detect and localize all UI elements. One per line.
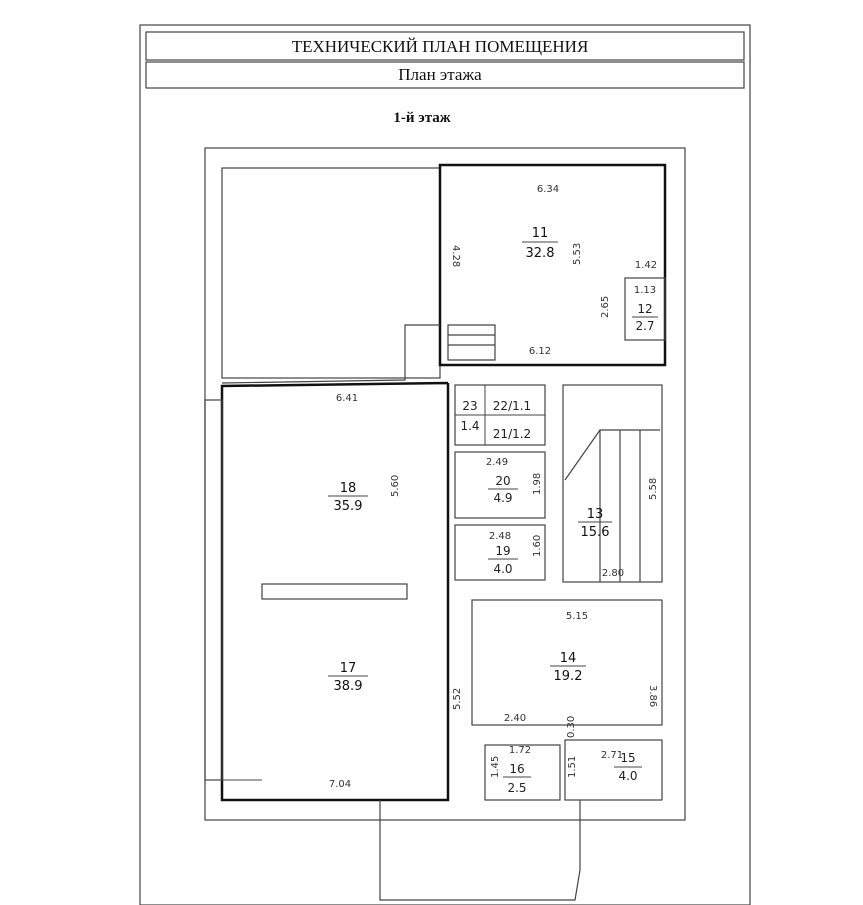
svg-text:35.9: 35.9 xyxy=(334,499,363,514)
plan-subtitle: План этажа xyxy=(398,65,482,84)
svg-text:1.4: 1.4 xyxy=(460,419,479,433)
svg-text:20: 20 xyxy=(495,474,510,488)
room-14: 14 19.2 xyxy=(550,651,586,684)
staircase-icon xyxy=(564,429,660,582)
svg-text:19: 19 xyxy=(495,544,510,558)
svg-text:15.6: 15.6 xyxy=(581,525,610,540)
svg-text:1.42: 1.42 xyxy=(635,260,657,271)
svg-text:17: 17 xyxy=(340,661,357,676)
svg-text:1.72: 1.72 xyxy=(509,745,531,756)
svg-text:32.8: 32.8 xyxy=(526,246,555,261)
room-21: 21/1.2 xyxy=(493,427,531,441)
svg-text:2.49: 2.49 xyxy=(486,457,508,468)
svg-text:1.13: 1.13 xyxy=(634,285,656,296)
svg-text:2.5: 2.5 xyxy=(507,781,526,795)
svg-text:2.48: 2.48 xyxy=(489,531,511,542)
room-19: 194.0 xyxy=(488,544,518,576)
svg-text:15: 15 xyxy=(620,751,635,765)
svg-text:4.0: 4.0 xyxy=(493,562,512,576)
svg-text:5.53: 5.53 xyxy=(572,243,583,265)
title-box xyxy=(145,31,745,61)
svg-text:18: 18 xyxy=(340,481,357,496)
svg-text:12: 12 xyxy=(637,302,652,316)
svg-text:5.58: 5.58 xyxy=(648,478,659,500)
room-17: 17 38.9 xyxy=(328,661,368,694)
dimensions: 6.34 4.28 5.53 1.42 1.13 2.65 6.12 6.41 … xyxy=(329,184,659,790)
svg-text:1.98: 1.98 xyxy=(532,473,543,495)
svg-text:23: 23 xyxy=(462,399,477,413)
svg-text:2.71: 2.71 xyxy=(601,750,623,761)
windows-left xyxy=(204,399,223,781)
svg-text:2.7: 2.7 xyxy=(635,319,654,333)
room-12: 122.7 xyxy=(632,302,658,333)
svg-text:2.80: 2.80 xyxy=(602,568,624,579)
subtitle-box xyxy=(145,61,745,89)
room-17-18-outline xyxy=(220,381,450,802)
svg-text:19.2: 19.2 xyxy=(554,669,583,684)
room-15: 154.0 xyxy=(614,751,642,783)
svg-text:5.15: 5.15 xyxy=(566,611,588,622)
floor-label: 1-й этаж xyxy=(393,110,450,126)
svg-text:14: 14 xyxy=(560,651,577,666)
walls xyxy=(204,147,686,901)
svg-text:1.51: 1.51 xyxy=(567,756,578,778)
room-11: 11 32.8 xyxy=(522,226,558,261)
svg-text:5.60: 5.60 xyxy=(390,475,401,497)
room-23: 231.4 xyxy=(460,399,479,433)
svg-text:11: 11 xyxy=(532,226,549,241)
sheet-frame xyxy=(139,24,751,905)
svg-text:1.45: 1.45 xyxy=(490,756,501,778)
svg-text:0.30: 0.30 xyxy=(566,716,577,738)
room-18: 18 35.9 xyxy=(328,481,368,514)
svg-text:6.34: 6.34 xyxy=(537,184,559,195)
svg-text:38.9: 38.9 xyxy=(334,679,363,694)
room-22: 22/1.1 xyxy=(493,399,531,413)
svg-text:3.86: 3.86 xyxy=(647,685,658,707)
room-11-outline xyxy=(438,163,667,367)
svg-text:2.65: 2.65 xyxy=(600,296,611,318)
plan-title: ТЕХНИЧЕСКИЙ ПЛАН ПОМЕЩЕНИЯ xyxy=(292,37,589,56)
svg-text:1.60: 1.60 xyxy=(532,535,543,557)
svg-text:4.9: 4.9 xyxy=(493,491,512,505)
svg-text:6.41: 6.41 xyxy=(336,393,358,404)
svg-text:2.40: 2.40 xyxy=(504,713,526,724)
room-16: 162.5 xyxy=(503,762,531,795)
svg-text:6.12: 6.12 xyxy=(529,346,551,357)
svg-text:13: 13 xyxy=(587,507,604,522)
svg-text:5.52: 5.52 xyxy=(452,688,463,710)
stairs-icon xyxy=(447,324,496,361)
svg-text:16: 16 xyxy=(509,762,524,776)
room-13: 13 15.6 xyxy=(578,507,612,540)
svg-text:4.28: 4.28 xyxy=(450,245,461,267)
svg-text:7.04: 7.04 xyxy=(329,779,351,790)
svg-text:4.0: 4.0 xyxy=(618,769,637,783)
room-20: 204.9 xyxy=(488,474,518,505)
